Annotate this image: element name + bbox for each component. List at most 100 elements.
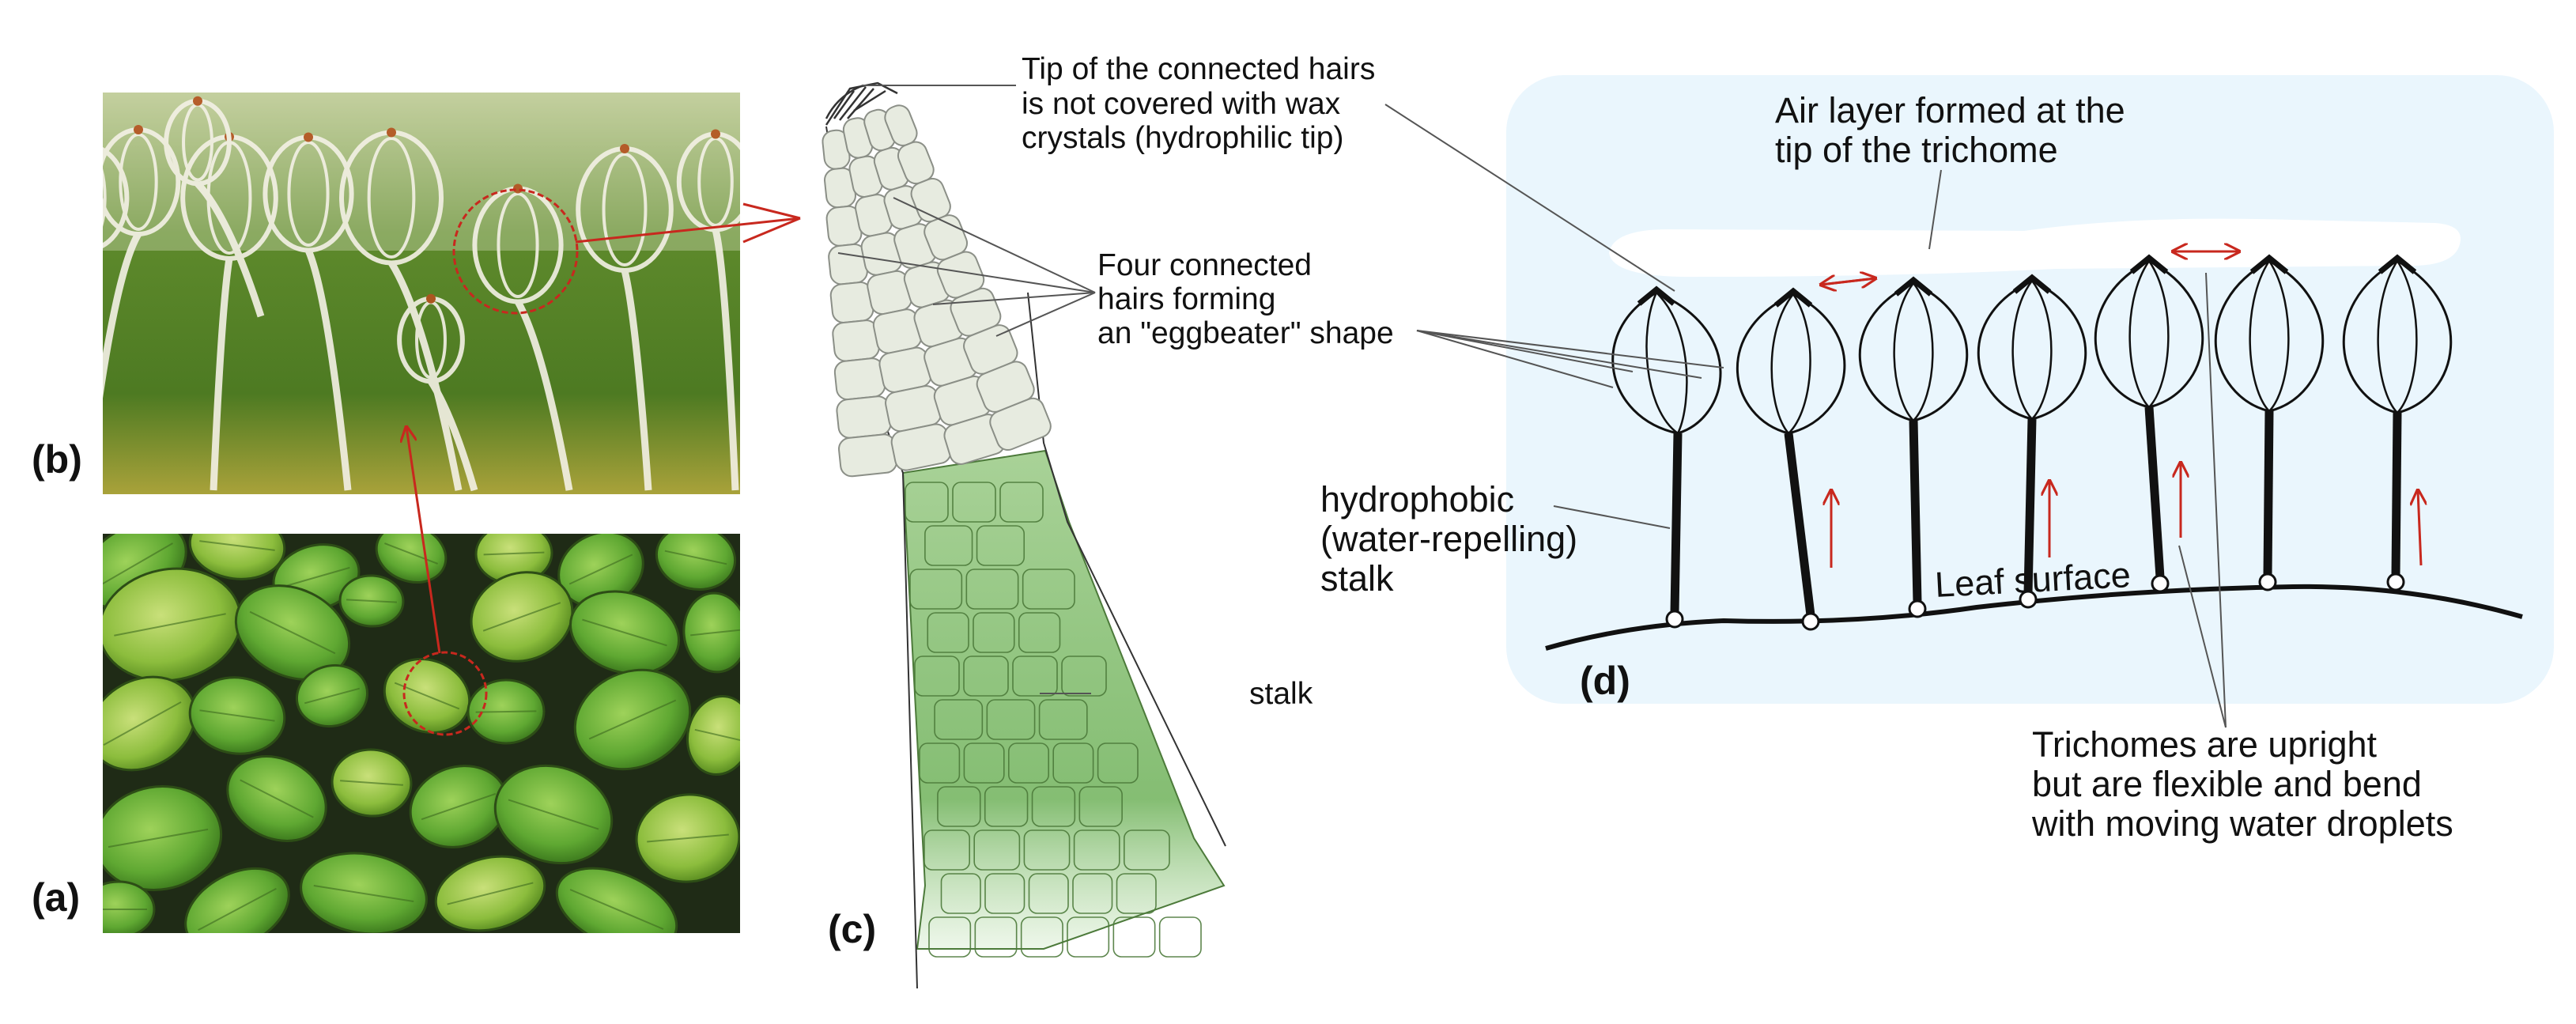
leaf-midrib <box>198 887 277 931</box>
stalk-cell <box>999 482 1044 523</box>
leaf-midrib <box>199 709 275 722</box>
panel-label-c: (c) <box>828 907 876 951</box>
trichome-tip <box>2378 254 2417 274</box>
leaf-midrib <box>240 779 314 818</box>
stalk-cell <box>1073 829 1120 871</box>
leaf-midrib <box>313 885 414 902</box>
stalk-cell <box>1072 873 1113 914</box>
arrow-a-to-b <box>406 427 441 654</box>
trichome-base <box>1665 610 1684 629</box>
stalk-cell <box>928 916 972 958</box>
air-layer <box>1609 218 2461 278</box>
leaf-midrib <box>482 602 561 632</box>
photo-hair-stalk <box>103 232 142 399</box>
leaf-surface-line <box>1545 584 2523 651</box>
highlight-circle-b <box>452 188 579 315</box>
leaf-midrib <box>582 618 667 647</box>
trichome-note-line-2: but are flexible and bend <box>2032 764 2422 804</box>
stalk-cell <box>905 482 949 523</box>
trichome-inner-hair <box>2011 280 2033 420</box>
trichome-drawing <box>822 81 1226 989</box>
trichome-stalk <box>2391 412 2402 576</box>
trichome-inner-hair <box>2147 260 2170 408</box>
stalk-cell <box>1078 786 1123 827</box>
panel-label-b: (b) <box>32 437 82 482</box>
leaf-midrib <box>103 542 173 588</box>
stalk-cell <box>924 829 971 871</box>
photo-hair-tip <box>426 293 436 304</box>
trichome-base <box>1908 599 1927 618</box>
air-layer-note-line-1: Air layer formed at the <box>1775 90 2125 130</box>
leaf-midrib <box>647 833 729 843</box>
stalk-cell <box>1097 742 1139 784</box>
stalk-cell <box>963 656 1009 697</box>
photo-hair-stalk <box>515 300 573 491</box>
hair-cell <box>837 433 898 478</box>
photo-hair-stalk <box>210 258 233 491</box>
leaf-midrib <box>568 554 633 585</box>
photo-hair-stalk <box>195 181 265 318</box>
trichome-tip <box>1637 285 1676 306</box>
leaf-midrib <box>588 699 677 740</box>
trichome-base <box>2386 572 2405 591</box>
stalk-cell <box>927 612 969 653</box>
hydrophilic-tip <box>825 81 898 126</box>
photo-hair-loop-inner <box>367 137 416 259</box>
four-hairs-note-line-1: Four connected <box>1097 248 1312 282</box>
arrow-head-lower <box>742 217 801 244</box>
trichome-base <box>2258 572 2277 591</box>
stalk-cell <box>976 525 1025 566</box>
leaf-midrib <box>103 701 182 746</box>
leaf-midrib <box>475 710 537 713</box>
hair-cell <box>989 397 1052 452</box>
photo-hair-loop-inner <box>103 168 107 227</box>
leaf-midrib <box>483 551 545 556</box>
stalk-label: stalk <box>1249 677 1313 711</box>
four-hairs-note-line-3: an "eggbeater" shape <box>1097 316 1394 350</box>
trichome-stalk <box>2263 410 2274 576</box>
leaf-midrib <box>282 566 350 588</box>
stalk-cell <box>1012 656 1058 697</box>
leaf-midrib <box>421 792 497 821</box>
hair-cell <box>833 357 886 401</box>
panel-label-a: (a) <box>32 875 80 920</box>
photo-leaves <box>103 534 740 933</box>
arrow-head-upper <box>742 202 801 220</box>
leaf-midrib <box>199 540 275 551</box>
trichome-inner-hair <box>2128 260 2151 408</box>
air-layer-note-line-2: tip of the trichome <box>1775 130 2058 170</box>
stalk-cell <box>1061 656 1107 697</box>
stalk-cell <box>963 742 1005 784</box>
stalk-note-line-1: hydrophobic <box>1320 479 1514 520</box>
stalk-cell <box>934 699 984 740</box>
stalk-cell <box>1052 742 1094 784</box>
trichome-note-line-1: Trichomes are upright <box>2032 724 2378 765</box>
trichome-tip <box>1773 287 1813 308</box>
stalk-cell <box>1018 612 1061 653</box>
tip-note-line-1: Tip of the connected hairs <box>1022 52 1375 86</box>
photo-hair-tip <box>304 132 313 142</box>
trichome-stalk <box>1909 420 1922 603</box>
hair-cell <box>836 395 892 439</box>
stalk-note-line-2: (water-repelling) <box>1320 519 1577 559</box>
floating-leaf <box>103 880 156 933</box>
photo-hair-stalk <box>712 229 739 491</box>
trichome-inner-hair <box>1913 282 1934 421</box>
panel-label-d: (d) <box>1580 659 1630 703</box>
leaf-midrib <box>114 613 226 637</box>
trichome-note-line-3: with moving water droplets <box>2031 803 2453 844</box>
photo-trichomes <box>82 93 740 494</box>
photo-hair-tip <box>82 141 92 150</box>
flex-arrows <box>1821 251 2421 568</box>
photo-hair-stalk <box>428 379 478 492</box>
stalk-cell <box>973 829 1021 871</box>
highlight-circle-a <box>402 651 488 736</box>
trichome-inner-hair <box>2268 260 2290 412</box>
stalk-cell <box>1008 742 1050 784</box>
photo-hair-tip <box>134 125 143 134</box>
leaf-midrib <box>508 799 599 830</box>
stalk-cell <box>1022 569 1075 610</box>
stalk-note-line-3: stalk <box>1320 558 1394 599</box>
photo-hair-tip <box>711 129 720 139</box>
trichome-tip <box>1894 276 1933 297</box>
